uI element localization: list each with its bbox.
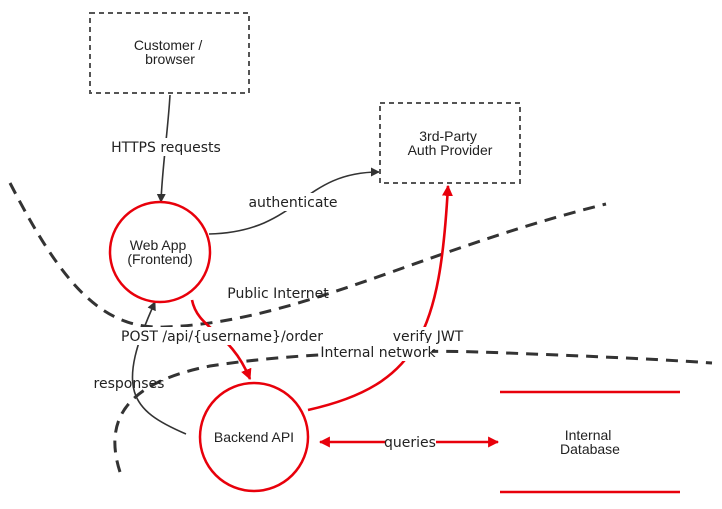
node-label: 3rd-Party Auth Provider: [408, 128, 493, 158]
edge-verify-jwt[interactable]: [307, 184, 453, 412]
edge-label-responses: responses: [94, 376, 165, 392]
process-circle: [108, 200, 212, 304]
node-label: Internal Database: [560, 427, 620, 457]
external-entity-box: [89, 12, 250, 94]
edge-responses: [131, 301, 187, 435]
external-entity-box: [379, 102, 521, 184]
process-circle: [198, 381, 310, 493]
label-background: [130, 327, 316, 345]
edge-label-https-requests: HTTPS requests: [111, 140, 221, 156]
label-background: [114, 138, 220, 156]
boundary-public-internet-line: [8, 182, 607, 329]
node-label: Web App (Frontend): [127, 237, 192, 267]
boundary-label-public-internet: Public Internet: [227, 286, 329, 302]
boundary-label-internal-network: Internal network: [320, 345, 436, 361]
edge-label-queries: queries: [384, 435, 436, 451]
label-background: [324, 343, 432, 361]
label-background: [250, 193, 338, 211]
node-auth-provider[interactable]: 3rd-Party Auth Provider: [379, 102, 521, 184]
node-label: Backend API: [214, 429, 294, 445]
boundary-public-internet: [8, 182, 607, 329]
label-background: [386, 433, 436, 451]
edge-label-post-order: POST /api/{username}/order: [121, 329, 323, 345]
label-background: [392, 327, 464, 345]
edge-label-authenticate: authenticate: [248, 195, 337, 211]
node-label: Customer / browser: [134, 37, 206, 67]
node-web-app[interactable]: Web App (Frontend): [108, 200, 212, 304]
node-backend-api[interactable]: Backend API: [198, 381, 310, 493]
edge-label-verify-jwt: verify JWT: [393, 329, 464, 345]
node-customer-browser[interactable]: Customer / browser: [89, 12, 250, 94]
node-internal-database[interactable]: Internal Database: [500, 390, 680, 494]
